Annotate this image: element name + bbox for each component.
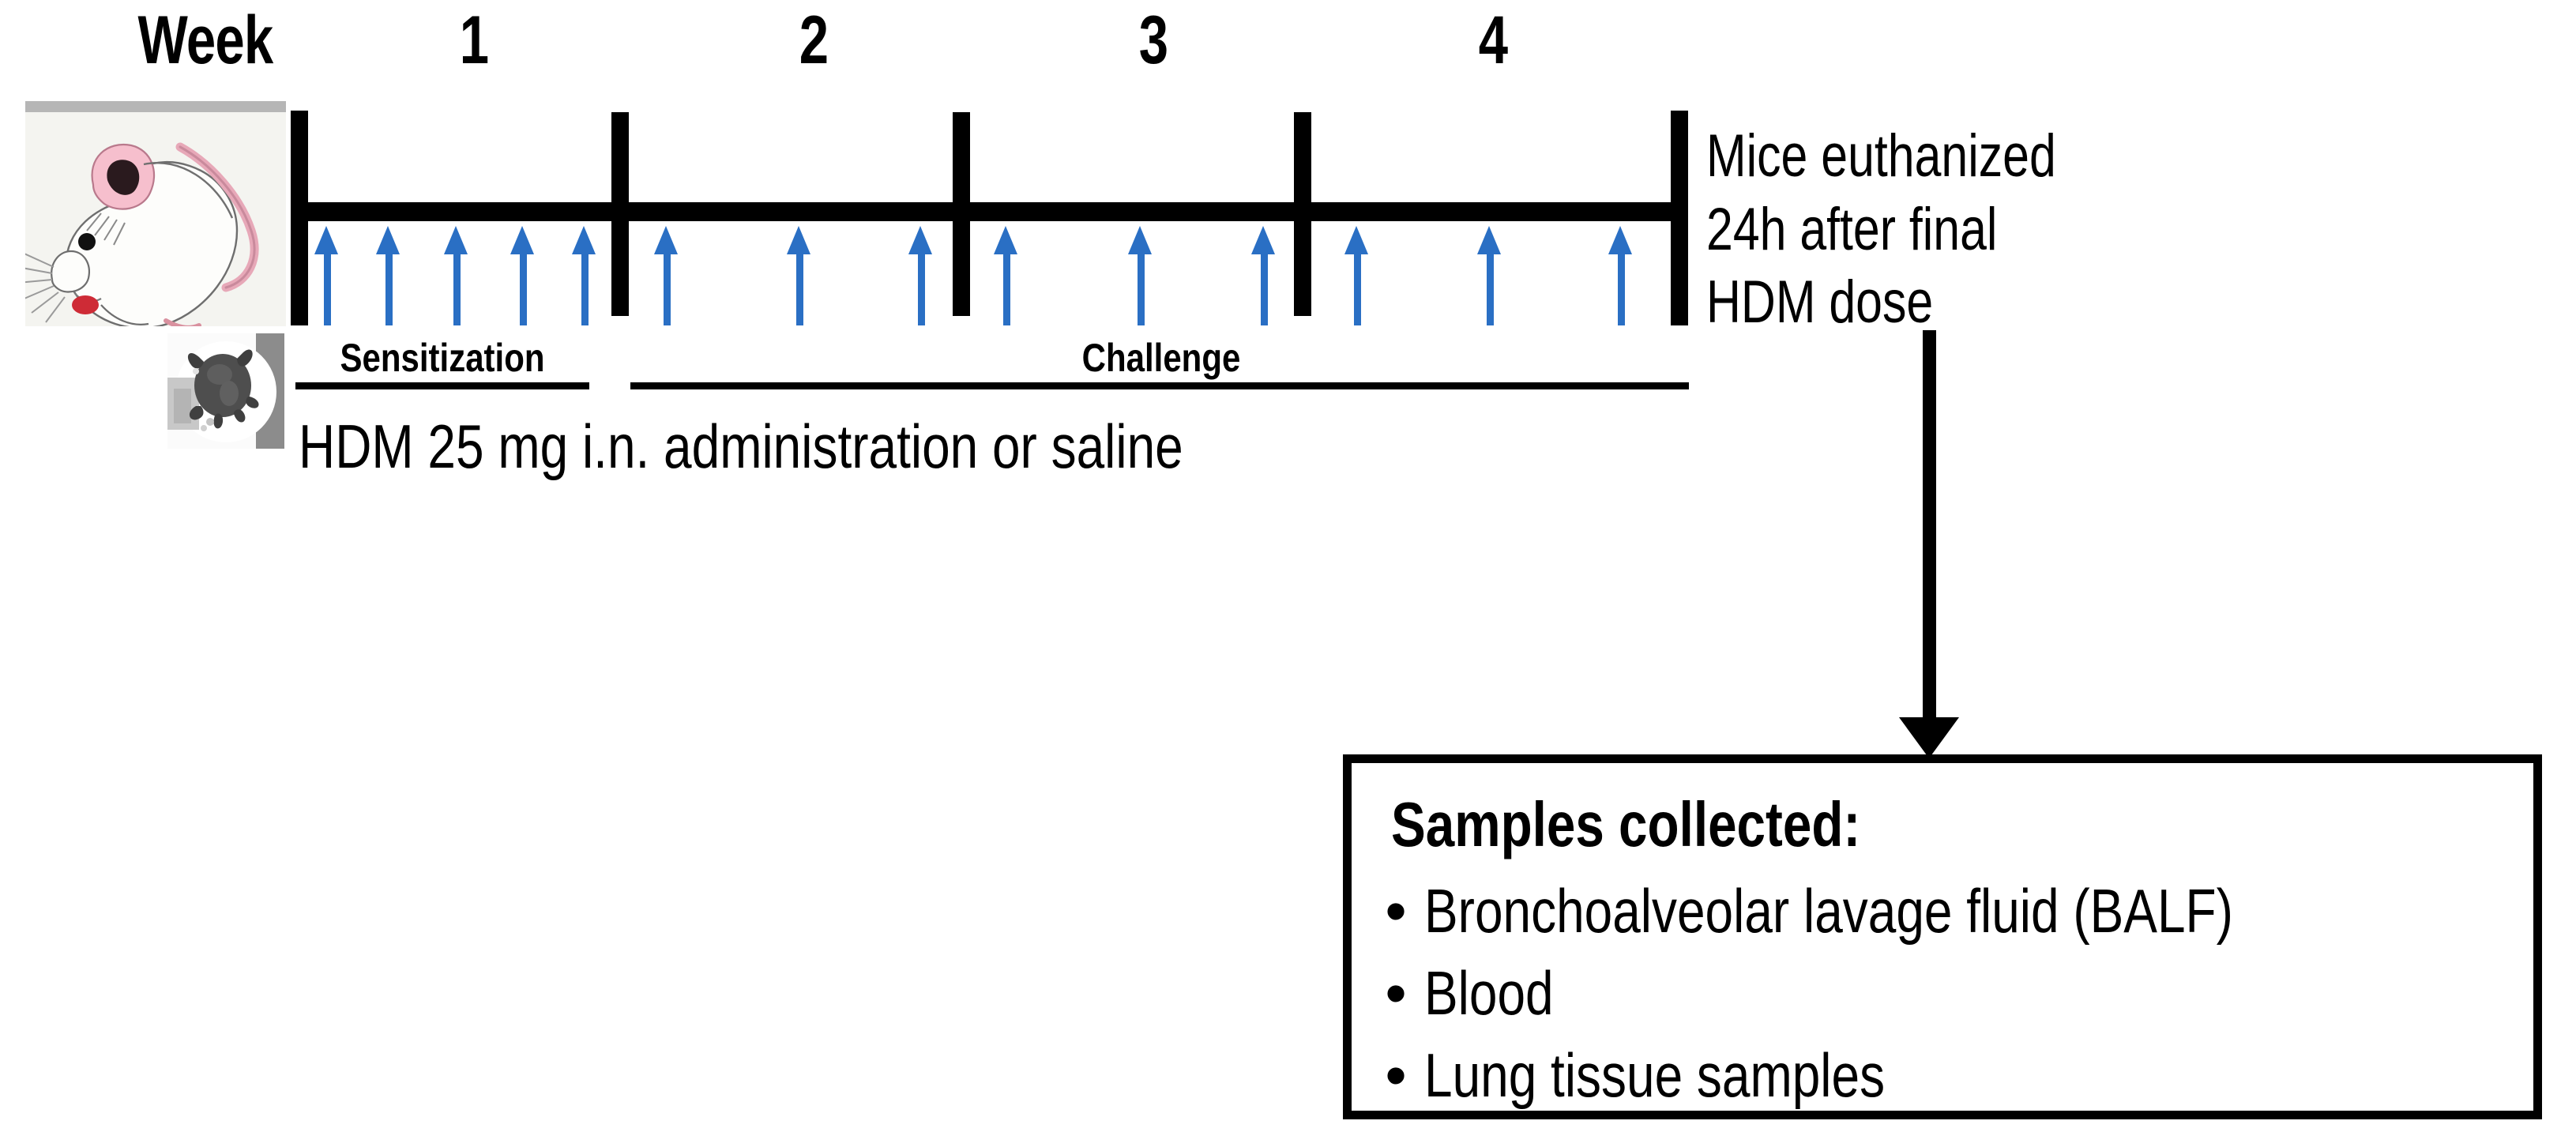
list-item: • Bronchoalveolar lavage fluid (BALF) <box>1367 880 2529 942</box>
dose-arrow <box>908 226 932 325</box>
samples-box-title: Samples collected: <box>1391 789 1861 859</box>
week-label-2: 2 <box>799 2 829 78</box>
timeline-axis-label: Week <box>137 2 274 78</box>
week-tick-end <box>1671 111 1688 325</box>
bullet-icon: • <box>1385 1040 1407 1110</box>
samples-item-label: Bronchoalveolar lavage fluid (BALF) <box>1424 876 2233 946</box>
week-tick-start <box>291 111 308 325</box>
dose-arrow <box>376 226 400 325</box>
timeline-axis-bar <box>294 202 1688 221</box>
week-label-4: 4 <box>1478 2 1508 78</box>
samples-item-label: Lung tissue samples <box>1424 1040 1886 1110</box>
dose-arrow <box>1477 226 1501 325</box>
list-item: • Blood <box>1367 962 2529 1024</box>
endpoint-note-line-2: 24h after final <box>1706 195 1998 263</box>
dose-description: HDM 25 mg i.n. administration or saline <box>299 412 1183 481</box>
week-tick-1 <box>611 112 629 316</box>
dose-arrow <box>787 226 810 325</box>
samples-collected-box: Samples collected: • Bronchoalveolar lav… <box>1343 754 2542 1119</box>
bullet-icon: • <box>1385 876 1407 946</box>
endpoint-note-line-3: HDM dose <box>1706 269 1934 337</box>
phase-rule-challenge <box>630 382 1689 389</box>
mouse-illustration <box>25 101 286 326</box>
phase-label-challenge: Challenge <box>1081 336 1241 380</box>
dose-arrow <box>1344 226 1368 325</box>
dose-arrow <box>314 226 338 325</box>
dose-arrow <box>654 226 678 325</box>
connector-arrow-shaft <box>1923 330 1936 721</box>
week-label-3: 3 <box>1138 2 1168 78</box>
endpoint-note-line-1: Mice euthanized <box>1706 122 2056 190</box>
endpoint-note: Mice euthanized 24h after final HDM dose <box>1706 120 2056 340</box>
mouse-illustration-svg <box>25 142 259 326</box>
bullet-icon: • <box>1385 958 1407 1028</box>
mouse-image-topband <box>25 101 286 112</box>
samples-item-label: Blood <box>1424 958 1554 1028</box>
dose-arrow <box>994 226 1017 325</box>
week-tick-3 <box>1294 112 1311 316</box>
dose-arrow <box>1128 226 1152 325</box>
connector-arrow-head <box>1899 717 1959 758</box>
list-item: • Lung tissue samples <box>1367 1044 2529 1106</box>
dose-arrow <box>1608 226 1632 325</box>
week-label-1: 1 <box>459 2 489 78</box>
week-tick-2 <box>953 112 970 316</box>
phase-rule-sensitization <box>295 382 589 389</box>
dust-mite-micrograph <box>167 333 284 449</box>
phase-label-sensitization: Sensitization <box>340 336 545 380</box>
dose-arrow <box>510 226 534 325</box>
dose-arrow <box>572 226 596 325</box>
dose-arrow <box>1251 226 1275 325</box>
dose-arrow <box>444 226 468 325</box>
dust-mite-micrograph-svg <box>167 333 284 449</box>
